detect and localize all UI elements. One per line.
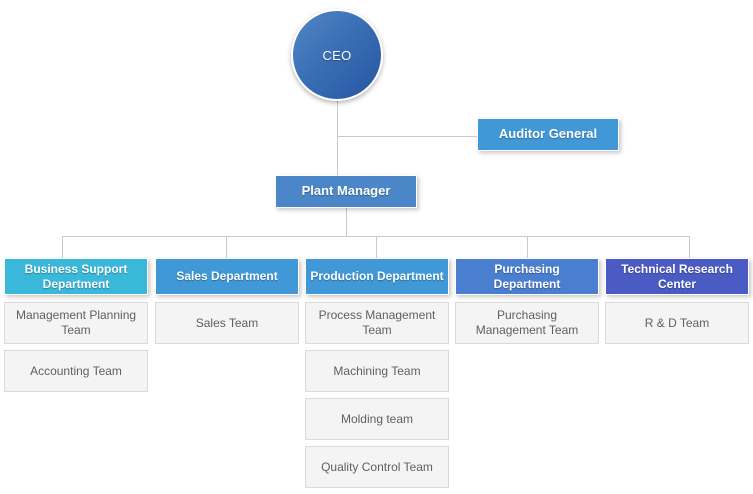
node-team-management-planning-label: Management Planning Team xyxy=(15,308,137,337)
node-team-purchasing-management-label: Purchasing Management Team xyxy=(475,308,579,337)
node-team-sales[interactable]: Sales Team xyxy=(155,302,299,344)
department-column-purchasing: Purchasing Department Purchasing Managem… xyxy=(455,258,599,350)
department-column-production: Production Department Process Management… xyxy=(305,258,449,494)
node-team-quality-control[interactable]: Quality Control Team xyxy=(305,446,449,488)
node-team-machining-label: Machining Team xyxy=(333,363,421,378)
node-team-rnd[interactable]: R & D Team xyxy=(605,302,749,344)
connector-auditor-branch xyxy=(337,136,477,137)
node-team-molding-label: Molding team xyxy=(340,411,414,426)
connector-drop-sales xyxy=(226,236,227,258)
connector-ceo-stem xyxy=(337,101,338,175)
node-team-purchasing-management[interactable]: Purchasing Management Team xyxy=(455,302,599,344)
node-plant-manager-label: Plant Manager xyxy=(301,183,391,199)
connector-drop-technical-research xyxy=(689,236,690,258)
department-column-sales: Sales Department Sales Team xyxy=(155,258,299,350)
node-team-accounting-label: Accounting Team xyxy=(30,363,122,378)
connector-department-bus xyxy=(62,236,689,237)
node-department-technical-research[interactable]: Technical Research Center xyxy=(605,258,749,295)
node-department-purchasing-label: Purchasing Department xyxy=(493,262,561,291)
node-team-quality-control-label: Quality Control Team xyxy=(321,459,433,474)
node-auditor-general-label: Auditor General xyxy=(498,126,598,142)
node-department-purchasing[interactable]: Purchasing Department xyxy=(455,258,599,295)
node-team-accounting[interactable]: Accounting Team xyxy=(4,350,148,392)
node-ceo-label: CEO xyxy=(322,47,352,63)
node-team-process-management-label: Process Management Team xyxy=(318,308,436,337)
connector-drop-business-support xyxy=(62,236,63,258)
node-team-management-planning[interactable]: Management Planning Team xyxy=(4,302,148,344)
node-department-production-label: Production Department xyxy=(310,269,444,284)
connector-drop-production xyxy=(376,236,377,258)
node-ceo[interactable]: CEO xyxy=(291,9,383,101)
node-team-rnd-label: R & D Team xyxy=(644,315,710,330)
node-auditor-general[interactable]: Auditor General xyxy=(477,118,619,151)
connector-plant-stem xyxy=(346,208,347,236)
node-department-production[interactable]: Production Department xyxy=(305,258,449,295)
node-department-business-support-label: Business Support Department xyxy=(24,262,128,291)
connector-drop-purchasing xyxy=(527,236,528,258)
node-plant-manager[interactable]: Plant Manager xyxy=(275,175,417,208)
department-column-technical-research: Technical Research Center R & D Team xyxy=(605,258,749,350)
node-team-machining[interactable]: Machining Team xyxy=(305,350,449,392)
node-department-technical-research-label: Technical Research Center xyxy=(621,262,733,291)
node-team-process-management[interactable]: Process Management Team xyxy=(305,302,449,344)
department-column-business-support: Business Support Department Management P… xyxy=(4,258,148,398)
node-department-sales-label: Sales Department xyxy=(176,269,278,284)
node-department-business-support[interactable]: Business Support Department xyxy=(4,258,148,295)
node-department-sales[interactable]: Sales Department xyxy=(155,258,299,295)
node-team-molding[interactable]: Molding team xyxy=(305,398,449,440)
node-team-sales-label: Sales Team xyxy=(195,315,259,330)
